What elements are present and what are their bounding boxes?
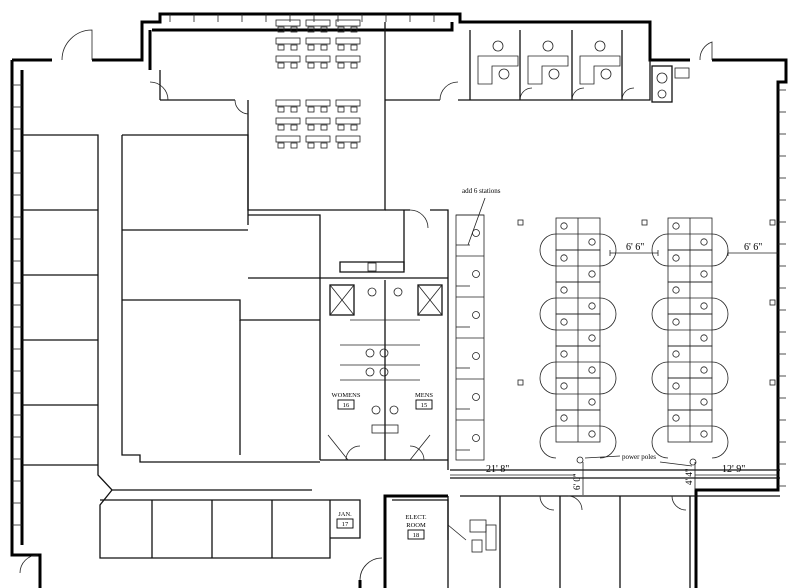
open-office-walls [385,209,780,479]
training-tables [275,19,361,149]
training-table [305,19,331,33]
training-table [305,135,331,149]
office-desk [527,40,569,85]
elect-room-number: 18 [413,532,420,539]
dim-gap-left: 6' 6" [626,242,644,253]
office-desk [579,40,621,85]
mens-label: MENS 15 [415,392,433,410]
dim-vertical-right: 4' 4" [684,468,694,485]
training-table [275,99,301,113]
exterior-walls [10,12,788,588]
room-number-box [336,518,354,529]
womens-label: WOMENS 16 [332,392,361,410]
training-table [275,135,301,149]
elect-room-name-2: ROOM [406,522,426,529]
training-table [335,55,361,69]
workstation-cluster [651,217,729,459]
training-table [275,55,301,69]
west-offices [22,134,331,559]
workstation-cluster [539,217,617,459]
training-table [305,55,331,69]
training-table [305,99,331,113]
office-desk [477,40,519,85]
training-table [275,117,301,131]
training-room [149,22,386,211]
dim-end: 12' 9" [722,464,745,475]
training-table [305,37,331,51]
mens-room-name: MENS [415,392,433,399]
training-table [335,19,361,33]
room-number-box [415,399,433,410]
training-table [335,135,361,149]
elect-label: ELECT. ROOM 18 [405,514,427,540]
training-table [305,117,331,131]
training-table [335,117,361,131]
south-rooms [330,495,780,588]
add-stations-text: add 6 stations [462,187,501,195]
restrooms [320,261,448,461]
janitor-room-name: JAN. [338,511,352,518]
dim-gap-right: 6' 6" [744,242,762,253]
room-number-box [337,399,355,410]
window-marks [12,14,786,526]
workstation-clusters [455,214,729,461]
janitor-label: JAN. 17 [336,511,354,529]
training-table [275,37,301,51]
mens-room-number: 15 [421,402,428,409]
janitor-room-number: 17 [342,521,349,528]
power-poles-note: power poles [584,453,693,467]
power-poles-text: power poles [622,453,656,461]
exterior-doors [19,29,713,581]
dimensions: 6' 6" 6' 6" 21' 8" 12' 9" 6' 0" 4' 4" [450,242,778,495]
womens-room-number: 16 [343,402,350,409]
training-table [335,99,361,113]
add-stations-note: add 6 stations [462,187,501,246]
dim-aisle: 21' 8" [486,464,509,475]
room-number-box [407,529,425,540]
structural-columns [517,219,776,386]
training-table [335,37,361,51]
northeast-offices [385,30,690,103]
training-table [275,19,301,33]
office-desks [477,40,621,85]
wall-workstations [455,214,485,461]
womens-room-name: WOMENS [332,392,361,399]
elect-room-name-1: ELECT. [405,514,427,521]
dim-vertical-left: 6' 0" [572,473,582,490]
